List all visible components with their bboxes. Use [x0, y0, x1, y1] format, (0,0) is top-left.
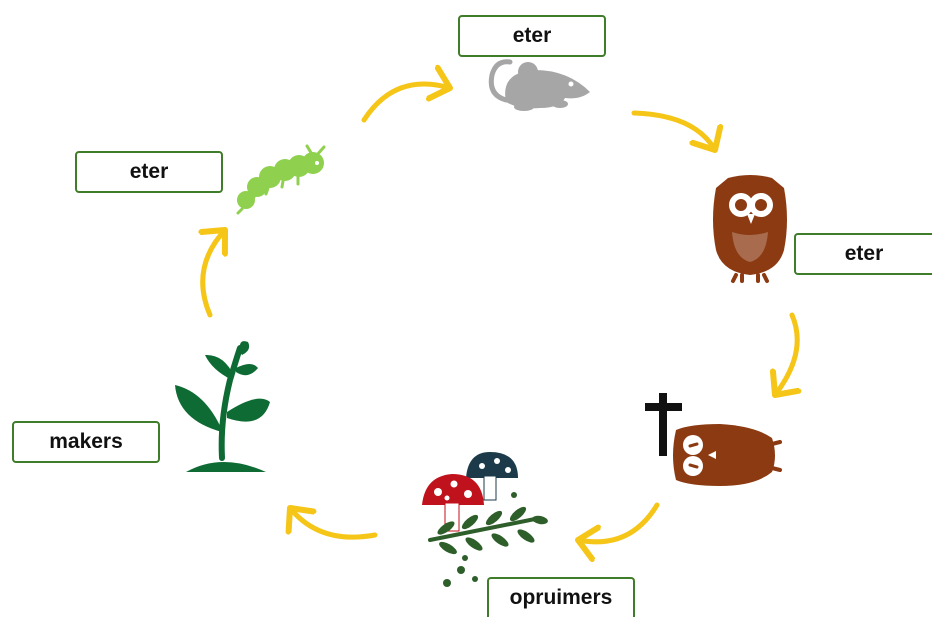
owl-icon	[713, 175, 787, 283]
arrow-caterpillar-to-mouse	[361, 84, 450, 123]
arrow-dead-to-decomposers	[578, 502, 660, 542]
label-owl-eter: eter	[794, 233, 932, 275]
label-mouse-eter: eter	[458, 15, 606, 57]
plant-icon	[175, 341, 270, 472]
mushroom-icon	[422, 452, 518, 532]
caterpillar-icon	[236, 144, 326, 215]
arrow-plant-to-caterpillar	[203, 230, 225, 318]
mouse-icon	[488, 59, 590, 111]
arrow-owl-to-dead	[775, 312, 797, 395]
arrow-mouse-to-owl	[631, 110, 715, 150]
cycle-arrows	[203, 84, 797, 542]
label-plant-makers: makers	[12, 421, 160, 463]
leaves-icon	[428, 492, 548, 587]
label-decomposers-opruimers: opruimers	[487, 577, 635, 617]
cross-icon	[645, 393, 682, 456]
dead-owl-icon	[673, 424, 782, 486]
label-caterpillar-eter: eter	[75, 151, 223, 193]
arrow-decomposers-to-plant	[290, 508, 378, 540]
